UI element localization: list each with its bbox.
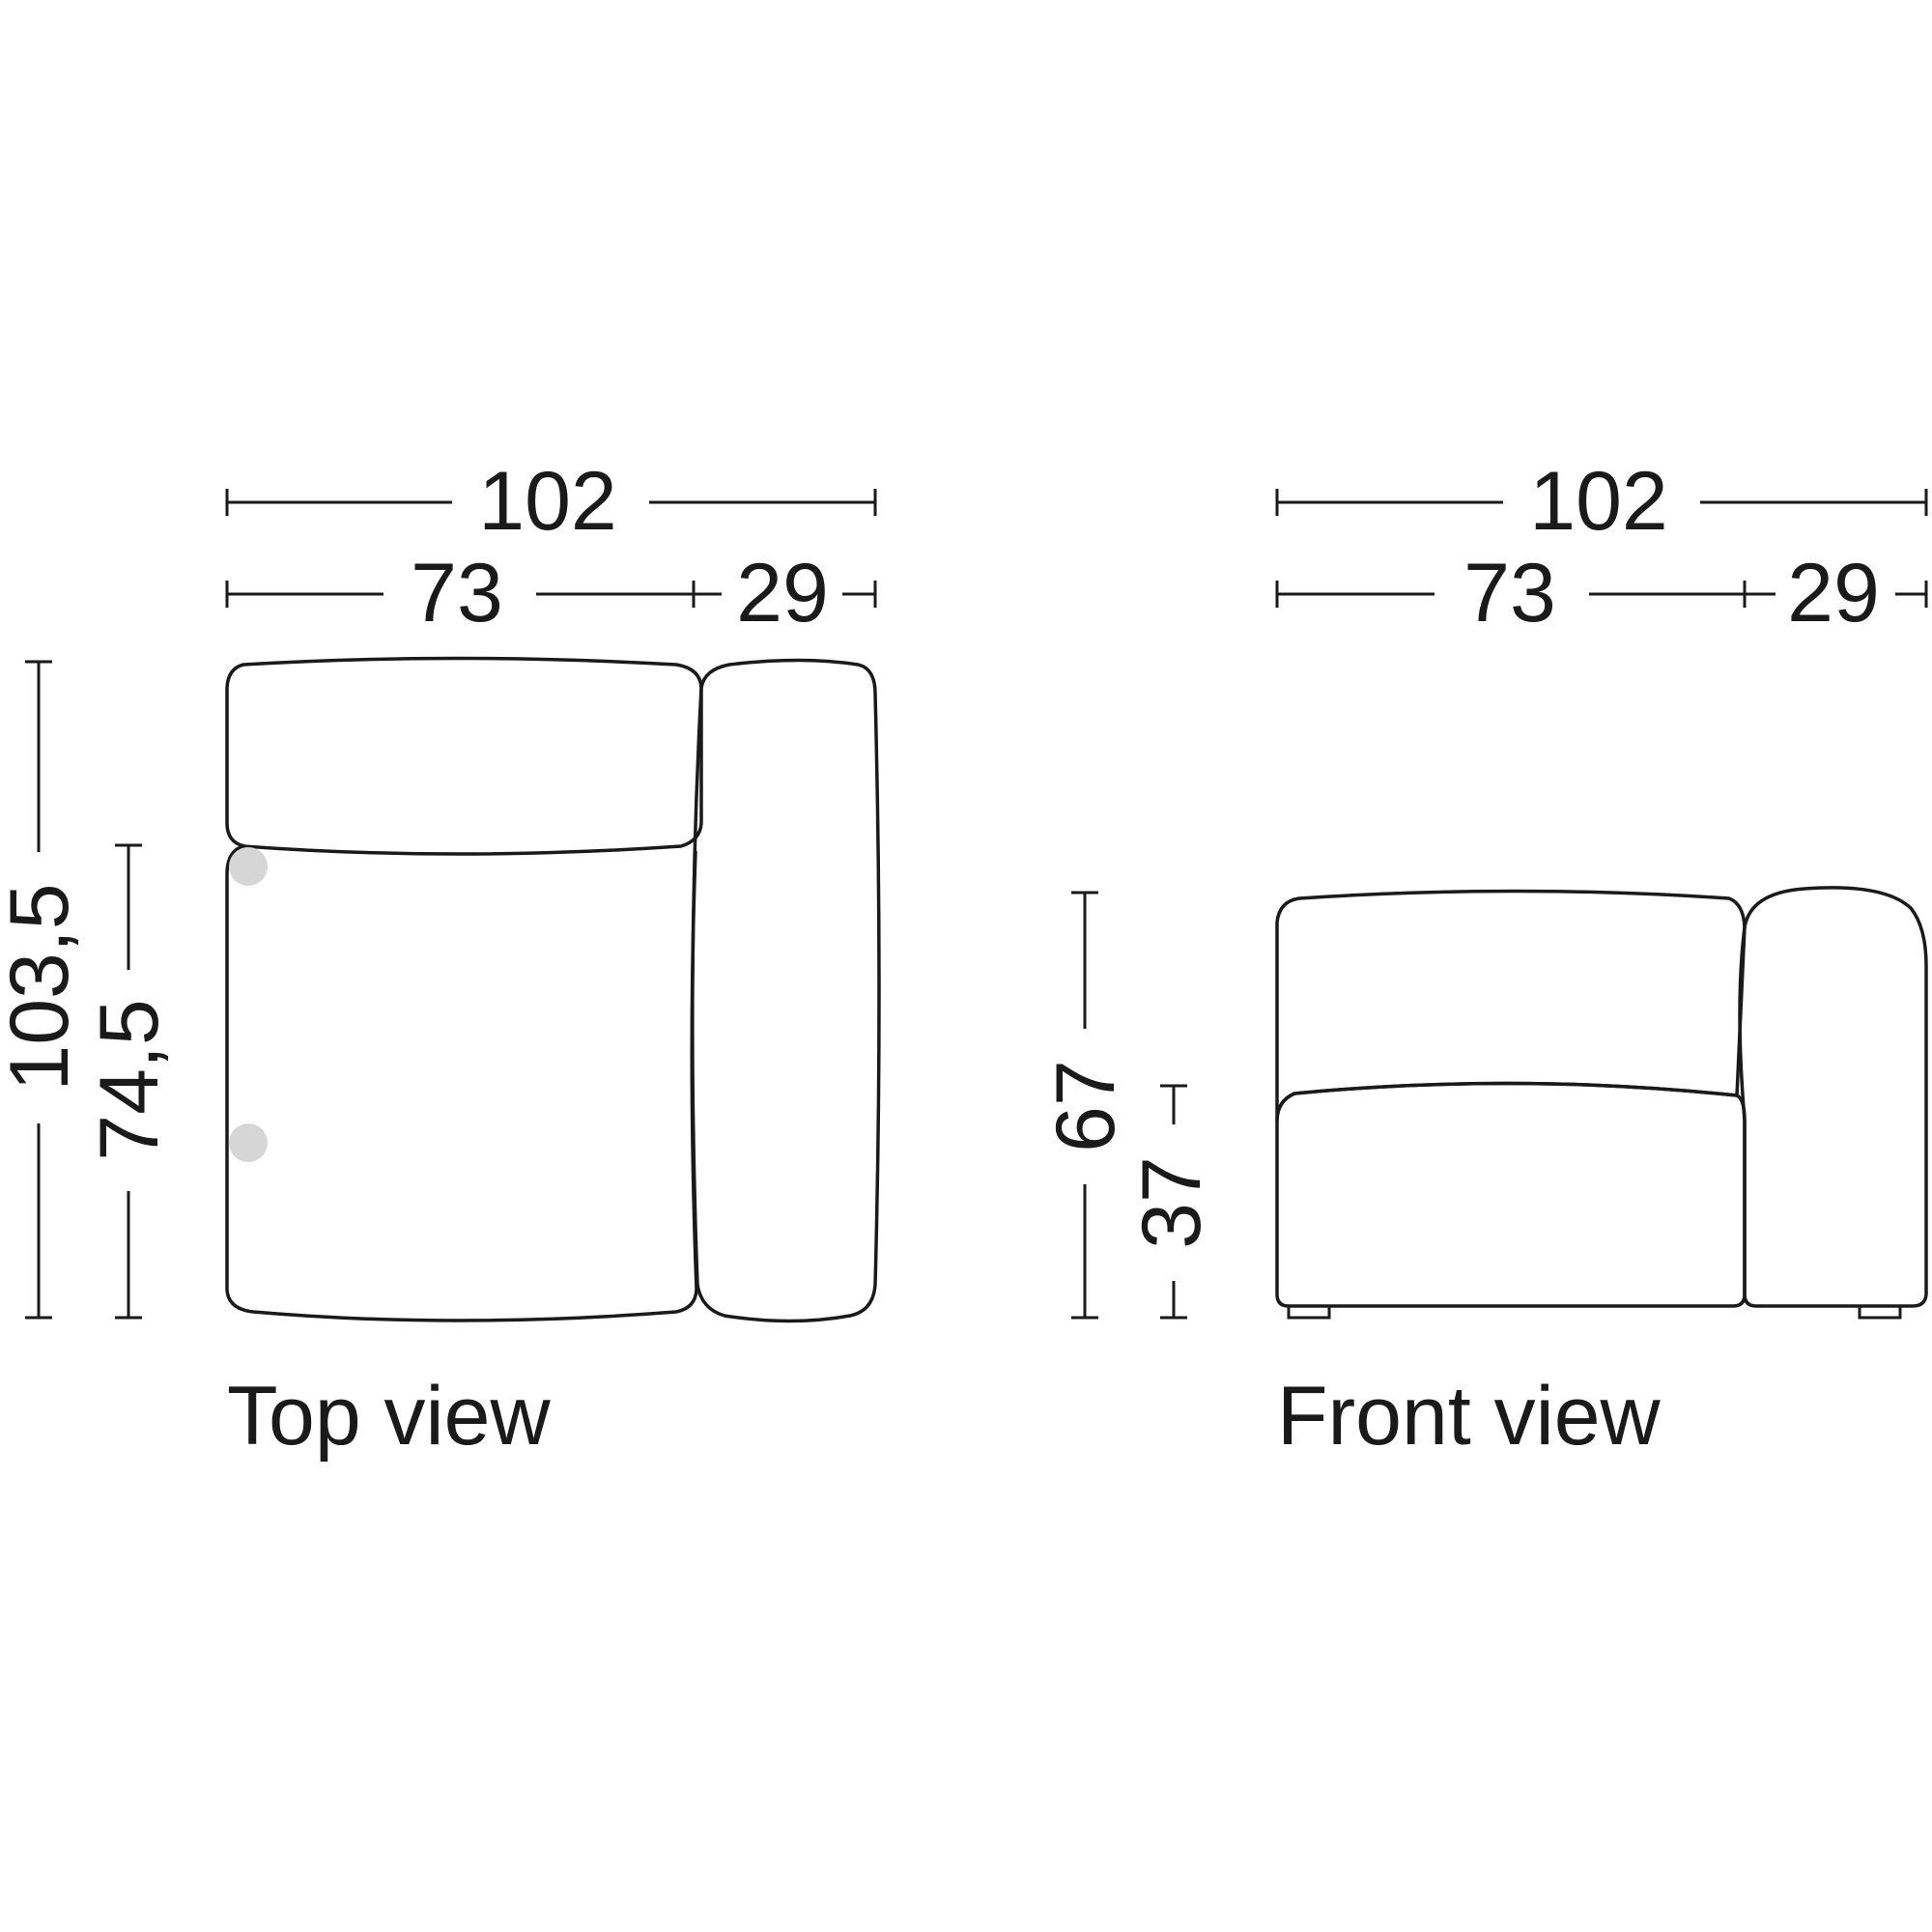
top-depth-total-dimension: 103,5 [0, 660, 86, 1320]
front-width-parts-dimension: 73 29 [1275, 547, 1928, 639]
top-width-total-label: 102 [478, 455, 617, 548]
front-foot-right [1858, 1304, 1902, 1320]
front-seat-shape [1275, 1081, 1747, 1308]
top-width-seat-label: 73 [411, 547, 503, 639]
top-width-total-dimension: 102 [225, 455, 877, 548]
front-width-seat-label: 73 [1463, 547, 1556, 639]
front-view: 102 73 29 67 37 [1039, 455, 1928, 1463]
top-armrest-shape [691, 658, 881, 1323]
front-width-arm-label: 29 [1787, 547, 1880, 639]
top-depth-seat-dimension: 74,5 [83, 843, 176, 1320]
front-view-caption: Front view [1277, 1370, 1662, 1463]
top-depth-seat-label: 74,5 [83, 999, 176, 1160]
top-width-arm-label: 29 [736, 547, 829, 639]
top-view-caption: Top view [227, 1370, 551, 1463]
top-seat-shape [225, 844, 698, 1322]
top-width-parts-dimension: 73 29 [225, 547, 877, 639]
front-armrest-shape [1738, 886, 1928, 1308]
front-backrest-shape [1275, 889, 1747, 1122]
top-backrest-shape [225, 656, 703, 856]
front-height-seat-dimension: 37 [1125, 1084, 1218, 1320]
front-width-total-label: 102 [1529, 455, 1668, 548]
top-marker-dot-lower [229, 1123, 268, 1162]
top-view: 102 73 29 103,5 74,5 [0, 455, 881, 1463]
top-marker-dot-upper [229, 847, 268, 886]
top-depth-total-label: 103,5 [0, 883, 86, 1091]
front-height-total-dimension: 67 [1039, 891, 1132, 1320]
front-foot-left [1287, 1304, 1331, 1320]
front-width-total-dimension: 102 [1275, 455, 1928, 548]
front-height-seat-label: 37 [1125, 1156, 1218, 1249]
front-height-total-label: 67 [1039, 1060, 1132, 1152]
